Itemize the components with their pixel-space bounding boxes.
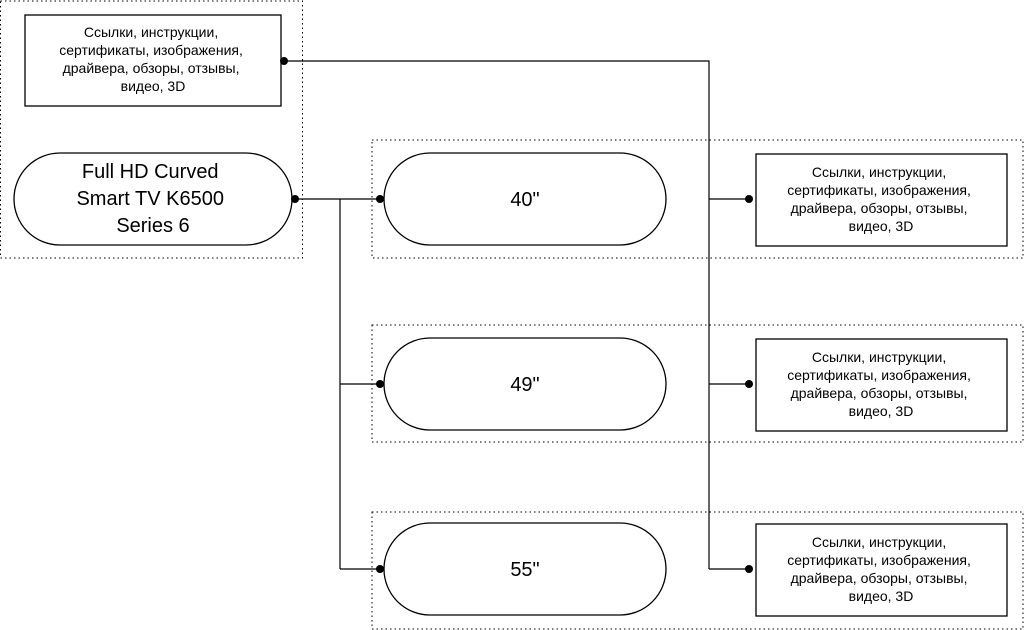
resource-box-model-line-3: драйвера, обзоры, отзывы, bbox=[63, 60, 240, 76]
resource-box-model-line-2: сертификаты, изображения, bbox=[59, 42, 243, 58]
resource-box-40-line-4: видео, 3D bbox=[849, 218, 914, 234]
resource-box-49-line-2: сертификаты, изображения, bbox=[787, 367, 971, 383]
size-node-49: 49" bbox=[383, 337, 667, 431]
model-node-text: Full HD Curved Smart TV K6500 Series 6 bbox=[76, 161, 229, 237]
dot-size-49-in bbox=[376, 380, 384, 388]
resource-box-model-text: Ссылки, инструкции, сертификаты, изображ… bbox=[59, 24, 247, 94]
model-node-line-1: Full HD Curved bbox=[82, 161, 219, 183]
resource-box-40-line-1: Ссылки, инструкции, bbox=[812, 164, 946, 180]
model-node: Full HD Curved Smart TV K6500 Series 6 bbox=[13, 152, 293, 246]
size-node-40: 40" bbox=[383, 152, 667, 246]
resource-box-55-line-1: Ссылки, инструкции, bbox=[812, 534, 946, 550]
resource-box-40: Ссылки, инструкции, сертификаты, изображ… bbox=[755, 153, 1008, 247]
resource-box-55-line-4: видео, 3D bbox=[849, 588, 914, 604]
resource-box-40-text: Ссылки, инструкции, сертификаты, изображ… bbox=[787, 164, 975, 234]
resource-box-49-line-4: видео, 3D bbox=[849, 403, 914, 419]
resource-box-model-line-1: Ссылки, инструкции, bbox=[84, 24, 218, 40]
size-node-55-label: 55" bbox=[510, 559, 539, 581]
size-node-40-label: 40" bbox=[510, 189, 539, 211]
connector-model-to-sizes bbox=[295, 198, 380, 570]
resource-box-55-text: Ссылки, инструкции, сертификаты, изображ… bbox=[787, 534, 975, 604]
resource-box-55-line-3: драйвера, обзоры, отзывы, bbox=[791, 570, 968, 586]
resource-box-49: Ссылки, инструкции, сертификаты, изображ… bbox=[755, 338, 1008, 432]
resource-box-55-line-2: сертификаты, изображения, bbox=[787, 552, 971, 568]
resource-box-49-line-1: Ссылки, инструкции, bbox=[812, 349, 946, 365]
size-node-55: 55" bbox=[383, 522, 667, 616]
connector-resources-to-sizes bbox=[284, 60, 749, 570]
resource-box-40-line-3: драйвера, обзоры, отзывы, bbox=[791, 200, 968, 216]
resource-box-40-frame bbox=[755, 153, 1008, 247]
model-node-line-2: Smart TV K6500 bbox=[76, 188, 223, 210]
resource-box-40-line-2: сертификаты, изображения, bbox=[787, 182, 971, 198]
size-node-49-label: 49" bbox=[510, 374, 539, 396]
resource-box-55-frame bbox=[755, 523, 1008, 617]
resource-box-model-line-4: видео, 3D bbox=[121, 78, 186, 94]
dot-resource-49-in bbox=[745, 380, 753, 388]
resource-box-49-line-3: драйвера, обзоры, отзывы, bbox=[791, 385, 968, 401]
dot-size-40-in bbox=[376, 195, 384, 203]
group-frame-size-55 bbox=[371, 511, 1024, 630]
resource-box-49-frame bbox=[755, 338, 1008, 432]
resource-box-model: Ссылки, инструкции, сертификаты, изображ… bbox=[24, 14, 282, 107]
dot-size-55-in bbox=[376, 565, 384, 573]
resource-box-49-text: Ссылки, инструкции, сертификаты, изображ… bbox=[787, 349, 975, 419]
model-node-line-3: Series 6 bbox=[116, 215, 189, 237]
connectors bbox=[284, 60, 749, 570]
connection-dots bbox=[280, 57, 753, 573]
dot-model-start bbox=[291, 195, 299, 203]
dot-resources-start bbox=[280, 57, 288, 65]
resource-box-55: Ссылки, инструкции, сертификаты, изображ… bbox=[755, 523, 1008, 617]
resource-box-model-frame bbox=[24, 14, 282, 107]
dot-resource-55-in bbox=[745, 565, 753, 573]
group-frame-size-40 bbox=[371, 139, 1024, 259]
dot-resource-40-in bbox=[745, 195, 753, 203]
